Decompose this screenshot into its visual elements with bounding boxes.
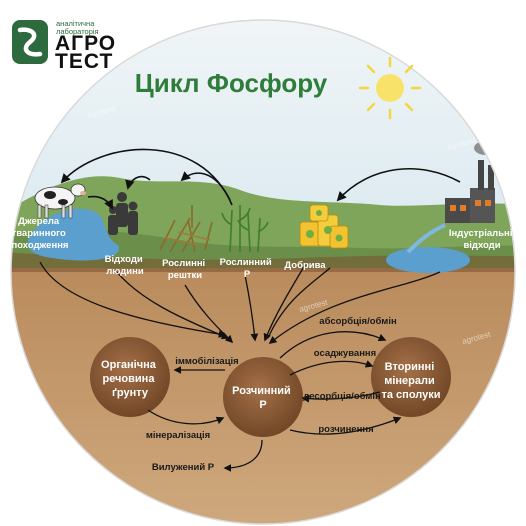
green-plant-icon xyxy=(221,205,269,253)
label-secondary-minerals: Вторинні мінерали та сполуки xyxy=(382,361,441,401)
label-immobilization: іммобілізація xyxy=(175,356,238,367)
label-mineralization: мінералізація xyxy=(146,430,210,441)
fertilizer-bags-icon xyxy=(299,204,349,249)
label-leached-p: Вилужений Р xyxy=(152,462,215,473)
secondary-minerals-circle xyxy=(371,337,451,417)
label-fertilizer: Добрива xyxy=(284,260,326,271)
logo-line2: лабораторія xyxy=(56,27,99,36)
cow-icon xyxy=(34,183,86,219)
label-plant-p: Рослинний Р xyxy=(220,257,275,280)
logo-line1: аналітична xyxy=(56,19,95,28)
label-precipitation: осаджування xyxy=(314,348,376,359)
water-pond-right xyxy=(386,247,470,273)
label-industrial-waste: Індустріальні відходи xyxy=(449,228,515,251)
page-title: Цикл Фосфору xyxy=(135,68,328,98)
sun-icon xyxy=(358,56,422,120)
organic-matter-circle xyxy=(90,337,170,417)
label-organic-matter: Органічна речовина ґрунту xyxy=(101,359,159,399)
label-absorption: абсорбція/обмін xyxy=(319,316,397,327)
label-plant-residue: Рослинні рештки xyxy=(162,258,208,281)
soluble-p-circle xyxy=(223,357,303,437)
label-animal-sources: Джерела тваринного походження xyxy=(12,216,69,251)
logo-brand2: ТЕСТ xyxy=(55,50,113,73)
label-soluble-p: Розчинний Р xyxy=(232,385,294,411)
agrotest-logo: аналітична лабораторія АГРО ТЕСТ xyxy=(12,19,116,73)
plant-residue-icon xyxy=(159,205,213,253)
surface-arrows xyxy=(60,148,461,210)
soil-arrows xyxy=(39,261,441,472)
label-human-waste: Відходи людини xyxy=(105,254,146,277)
label-dissolution: розчинення xyxy=(318,424,373,435)
people-icon xyxy=(108,192,138,235)
logo-brand1: АГРО xyxy=(55,32,116,55)
water-pond-left xyxy=(27,208,120,261)
label-desorption: десорбція/обмін xyxy=(303,391,381,402)
